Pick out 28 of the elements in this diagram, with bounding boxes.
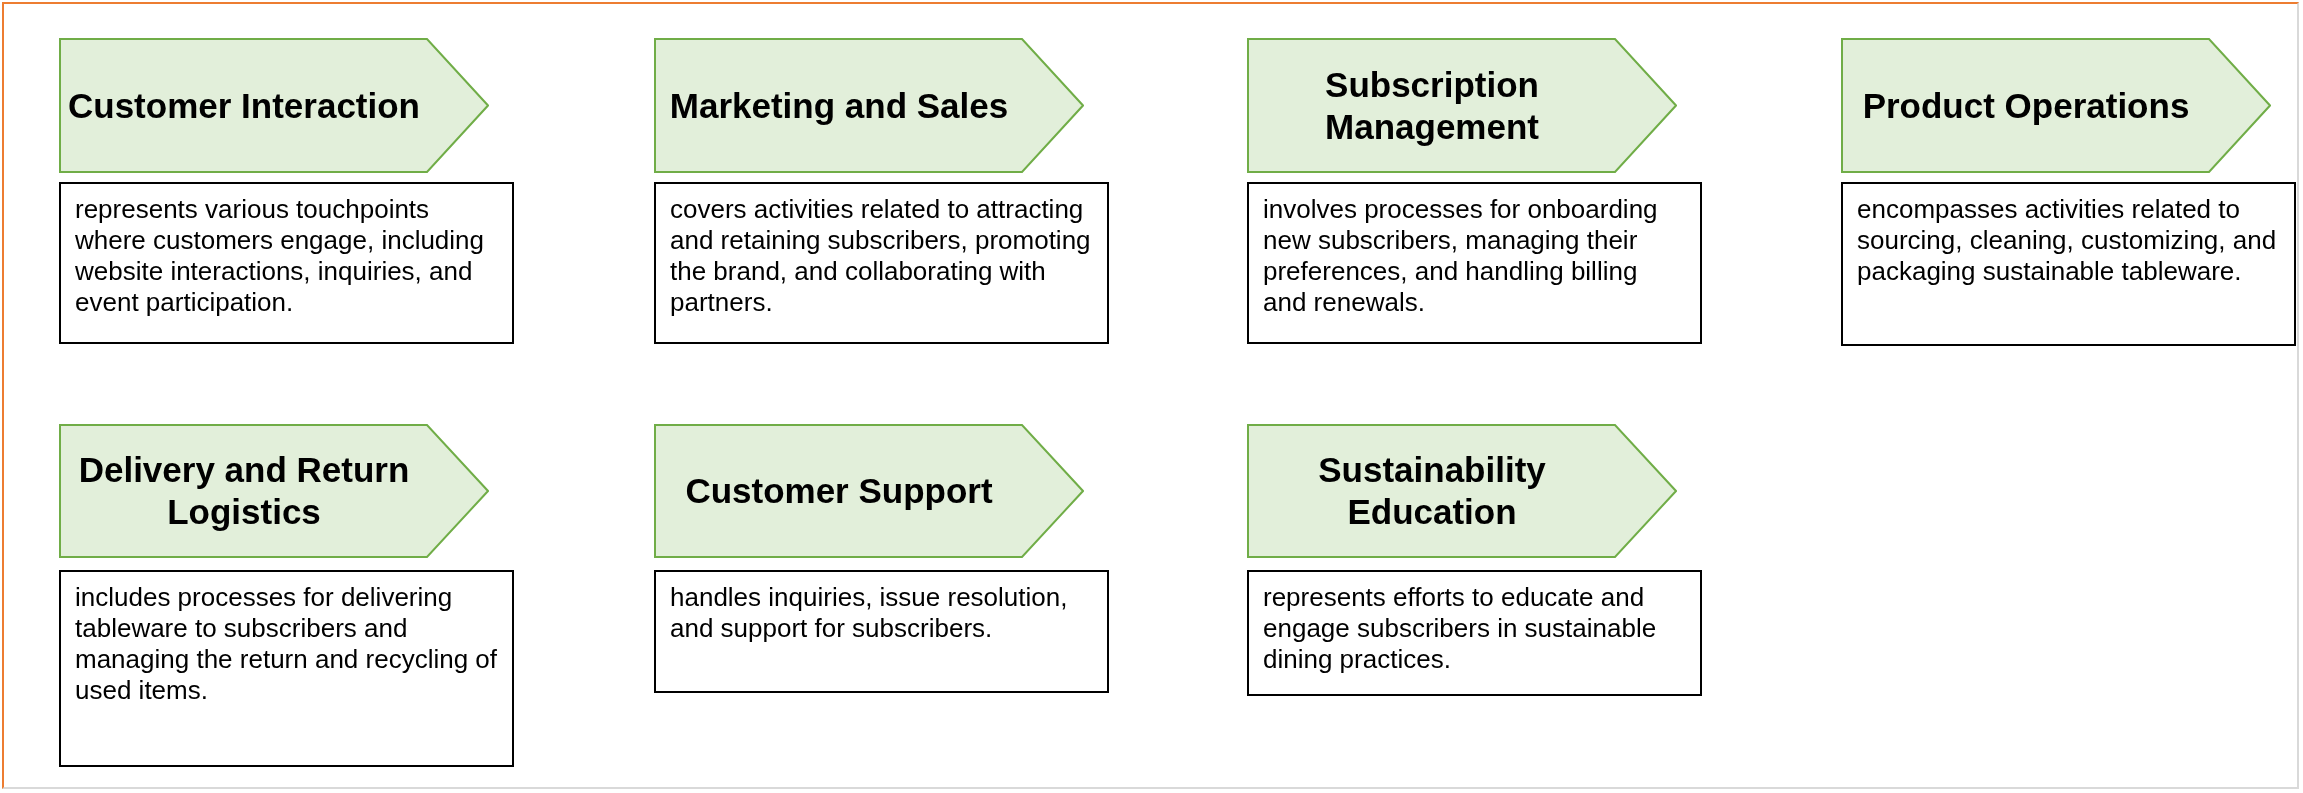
description-text: involves processes for onboarding new subscribers, managing their preferences, and handling billing and renewals. (1263, 194, 1659, 318)
pentagon-arrow-shape (59, 38, 489, 173)
description-text: includes processes for delivering tableware to subscribers and managing the return and recycling of used items. (75, 582, 498, 706)
description-text: covers activities related to attracting and retaining subscribers, promoting the brand, and collaborating with partners. (670, 194, 1092, 318)
section-title: Marketing and Sales (669, 84, 1009, 127)
description-text: handles inquiries, issue resolution, and support for subscribers. (670, 582, 1069, 644)
description-text: encompasses activities related to sourcing, cleaning, customizing, and packaging sustainable tableware. (1857, 194, 2278, 287)
description-box (59, 182, 514, 344)
description-text: represents efforts to educate and engage subscribers in sustainable dining practices. (1263, 582, 1658, 675)
pentagon-arrow-shape (1841, 38, 2271, 173)
pentagon-arrow-shape (1247, 424, 1677, 558)
description-box (59, 570, 514, 767)
pentagon-arrow-shape (1247, 38, 1677, 173)
pentagon-arrow-shape (654, 38, 1084, 173)
pentagon-arrow-shape (654, 424, 1084, 558)
section-title: Sustainability Education (1317, 449, 1547, 533)
description-box (654, 182, 1109, 344)
description-box (654, 570, 1109, 693)
description-box (1247, 570, 1702, 696)
pentagon-arrow-shape (59, 424, 489, 558)
description-box (1247, 182, 1702, 344)
description-box (1841, 182, 2296, 346)
section-title: Customer Interaction (68, 84, 420, 127)
section-title: Delivery and Return Logistics (77, 449, 411, 533)
description-text: represents various touchpoints where customers engage, including website interactions, inquiries, and event participation. (75, 194, 486, 318)
section-title: Subscription Management (1324, 63, 1540, 148)
section-title: Product Operations (1862, 84, 2190, 127)
section-title: Customer Support (685, 470, 993, 512)
